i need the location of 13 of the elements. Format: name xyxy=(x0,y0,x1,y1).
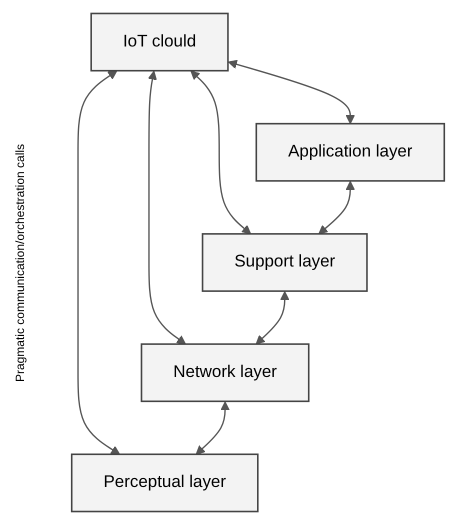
annotation-text: Pragmatic communication/orchestration calls xyxy=(13,143,27,382)
arrow xyxy=(318,180,355,234)
node-box: IoT clould xyxy=(90,12,229,72)
node-box: Application layer xyxy=(256,122,446,182)
arrow xyxy=(228,60,355,124)
arrow xyxy=(190,70,252,234)
node-box: Perceptual layer xyxy=(70,454,259,512)
arrow xyxy=(148,70,186,345)
arrow xyxy=(196,401,230,455)
arrow xyxy=(256,291,290,345)
node-box: Network layer xyxy=(140,343,310,402)
arrow xyxy=(77,70,120,455)
node-box: Support layer xyxy=(202,233,368,292)
